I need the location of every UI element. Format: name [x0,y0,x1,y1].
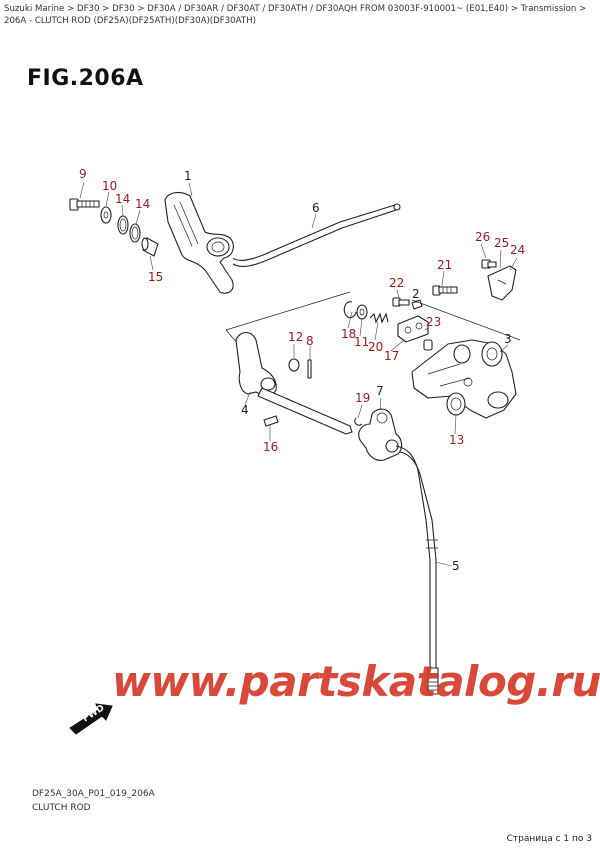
callout-19[interactable]: 19 [355,391,370,405]
part-14-rings [117,215,141,243]
part-12-washer [288,358,300,372]
callout-15[interactable]: 15 [148,270,163,284]
part-8-pin [307,359,312,379]
callout-25[interactable]: 25 [494,236,509,250]
pagination: Страница с 1 по 3 [506,834,592,844]
callout-10[interactable]: 10 [102,179,117,193]
callout-20[interactable]: 20 [368,340,383,354]
diagram-code: DF25A_30A_P01_019_206A [32,789,155,799]
part-9-bolt [69,198,100,211]
part-10-washer [100,206,112,224]
part-1-clutch-lever [164,191,234,294]
part-16-pin [263,415,279,427]
part-7-connector [358,408,403,461]
part-21-bolt [432,285,458,296]
part-25-24-bracket [487,265,517,301]
callout-23[interactable]: 23 [426,315,441,329]
callout-17[interactable]: 17 [384,349,399,363]
callout-14-b[interactable]: 14 [135,197,150,211]
callout-3[interactable]: 3 [504,332,512,346]
part-22-bolt [392,297,410,307]
callout-9[interactable]: 9 [79,167,87,181]
diagram-name: CLUTCH ROD [32,803,91,813]
callout-21[interactable]: 21 [437,258,452,272]
part-4-shaft-lever [235,331,353,435]
part-2-pin [411,299,423,310]
callout-13[interactable]: 13 [449,433,464,447]
part-23-pin [423,339,433,351]
part-3-housing [411,339,517,419]
fwd-arrow-icon: FWD [69,703,113,735]
callout-4[interactable]: 4 [241,403,249,417]
callout-24[interactable]: 24 [510,243,525,257]
callout-12[interactable]: 12 [288,330,303,344]
part-18-circlip [343,301,357,319]
part-6-link-rod [232,203,401,268]
callout-1[interactable]: 1 [184,169,192,183]
part-13-oring [446,392,466,416]
callout-11[interactable]: 11 [354,335,369,349]
figure-title: FIG.206A [27,66,144,91]
callout-16[interactable]: 16 [263,440,278,454]
callout-6[interactable]: 6 [312,201,320,215]
callout-22[interactable]: 22 [389,276,404,290]
callout-26[interactable]: 26 [475,230,490,244]
part-17-plate [397,315,429,343]
callout-7[interactable]: 7 [376,384,384,398]
part-11-washer [356,304,368,320]
part-15-bushing [141,237,159,257]
callout-18[interactable]: 18 [341,327,356,341]
watermark: www.partskatalog.ru [112,657,600,706]
part-5-clutch-rod [395,445,439,695]
callout-5[interactable]: 5 [452,559,460,573]
callout-2[interactable]: 2 [412,287,420,301]
part-20-spring [369,312,389,324]
callout-14-a[interactable]: 14 [115,192,130,206]
part-19-clip [354,417,363,426]
part-26-bolt [481,259,497,269]
callout-8[interactable]: 8 [306,334,314,348]
breadcrumb[interactable]: Suzuki Marine > DF30 > DF30 > DF30A / DF… [4,4,587,26]
